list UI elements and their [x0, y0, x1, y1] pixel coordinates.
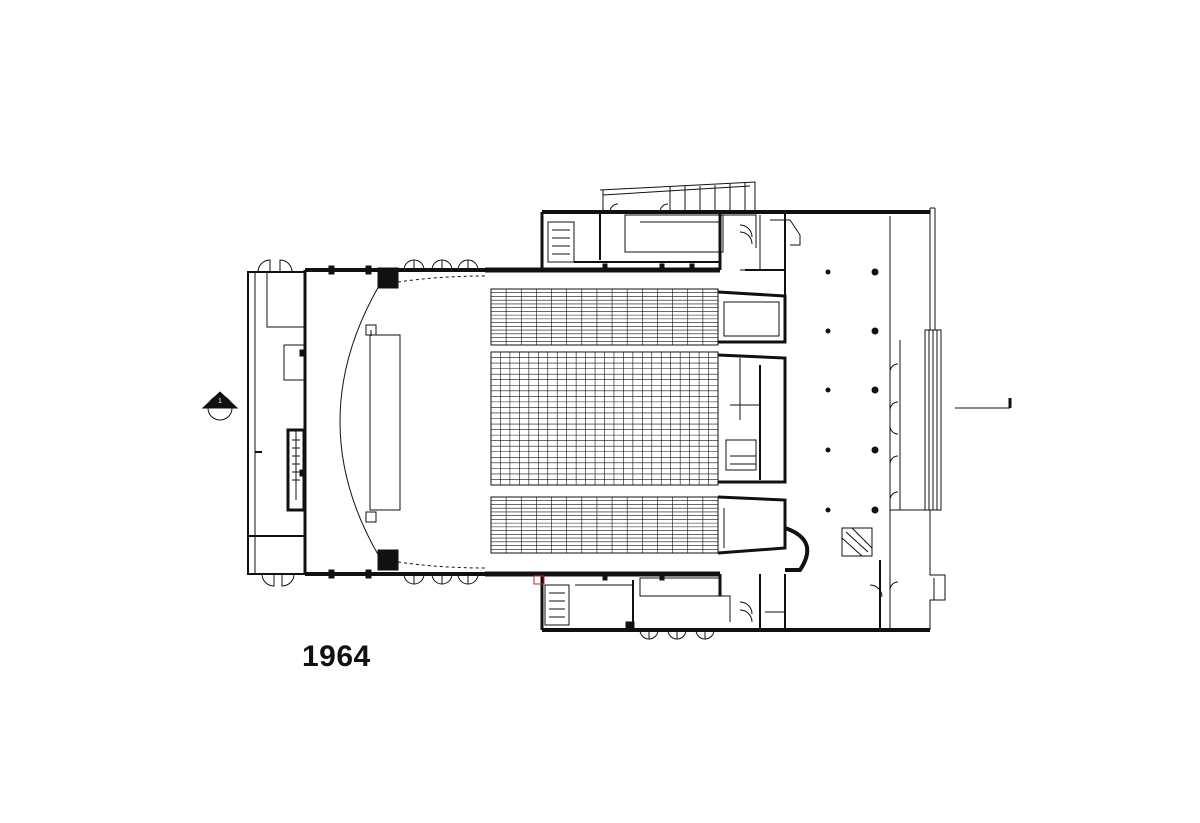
lobby-column: [825, 387, 831, 393]
stage: [299, 265, 486, 579]
lobby-column: [825, 328, 831, 334]
stage-doors-bottom: [403, 573, 479, 585]
lobby-column: [871, 446, 879, 454]
lower-annex: [540, 573, 930, 640]
lobby-column: [825, 269, 831, 275]
upper-annex: [540, 181, 930, 271]
section-marker-number: 1: [218, 398, 222, 405]
red-marker: [533, 575, 545, 585]
lobby-column: [871, 327, 879, 335]
lobby-column: [825, 447, 831, 453]
seating-block-lower: [490, 496, 719, 554]
seating-block-upper: [490, 288, 719, 346]
lobby-column: [871, 386, 879, 394]
rear-rooms: [717, 290, 873, 572]
stage-doors-top: [403, 259, 479, 271]
lobby-column: [825, 507, 831, 513]
foyer: [784, 207, 1012, 630]
backstage-wing: [247, 259, 306, 587]
section-marker-icon: [201, 391, 239, 421]
lobby-column: [871, 506, 879, 514]
seating-block-center: [490, 351, 719, 486]
year-label: 1964: [302, 640, 371, 673]
lobby-column: [871, 268, 879, 276]
lobby-columns: [825, 268, 879, 514]
